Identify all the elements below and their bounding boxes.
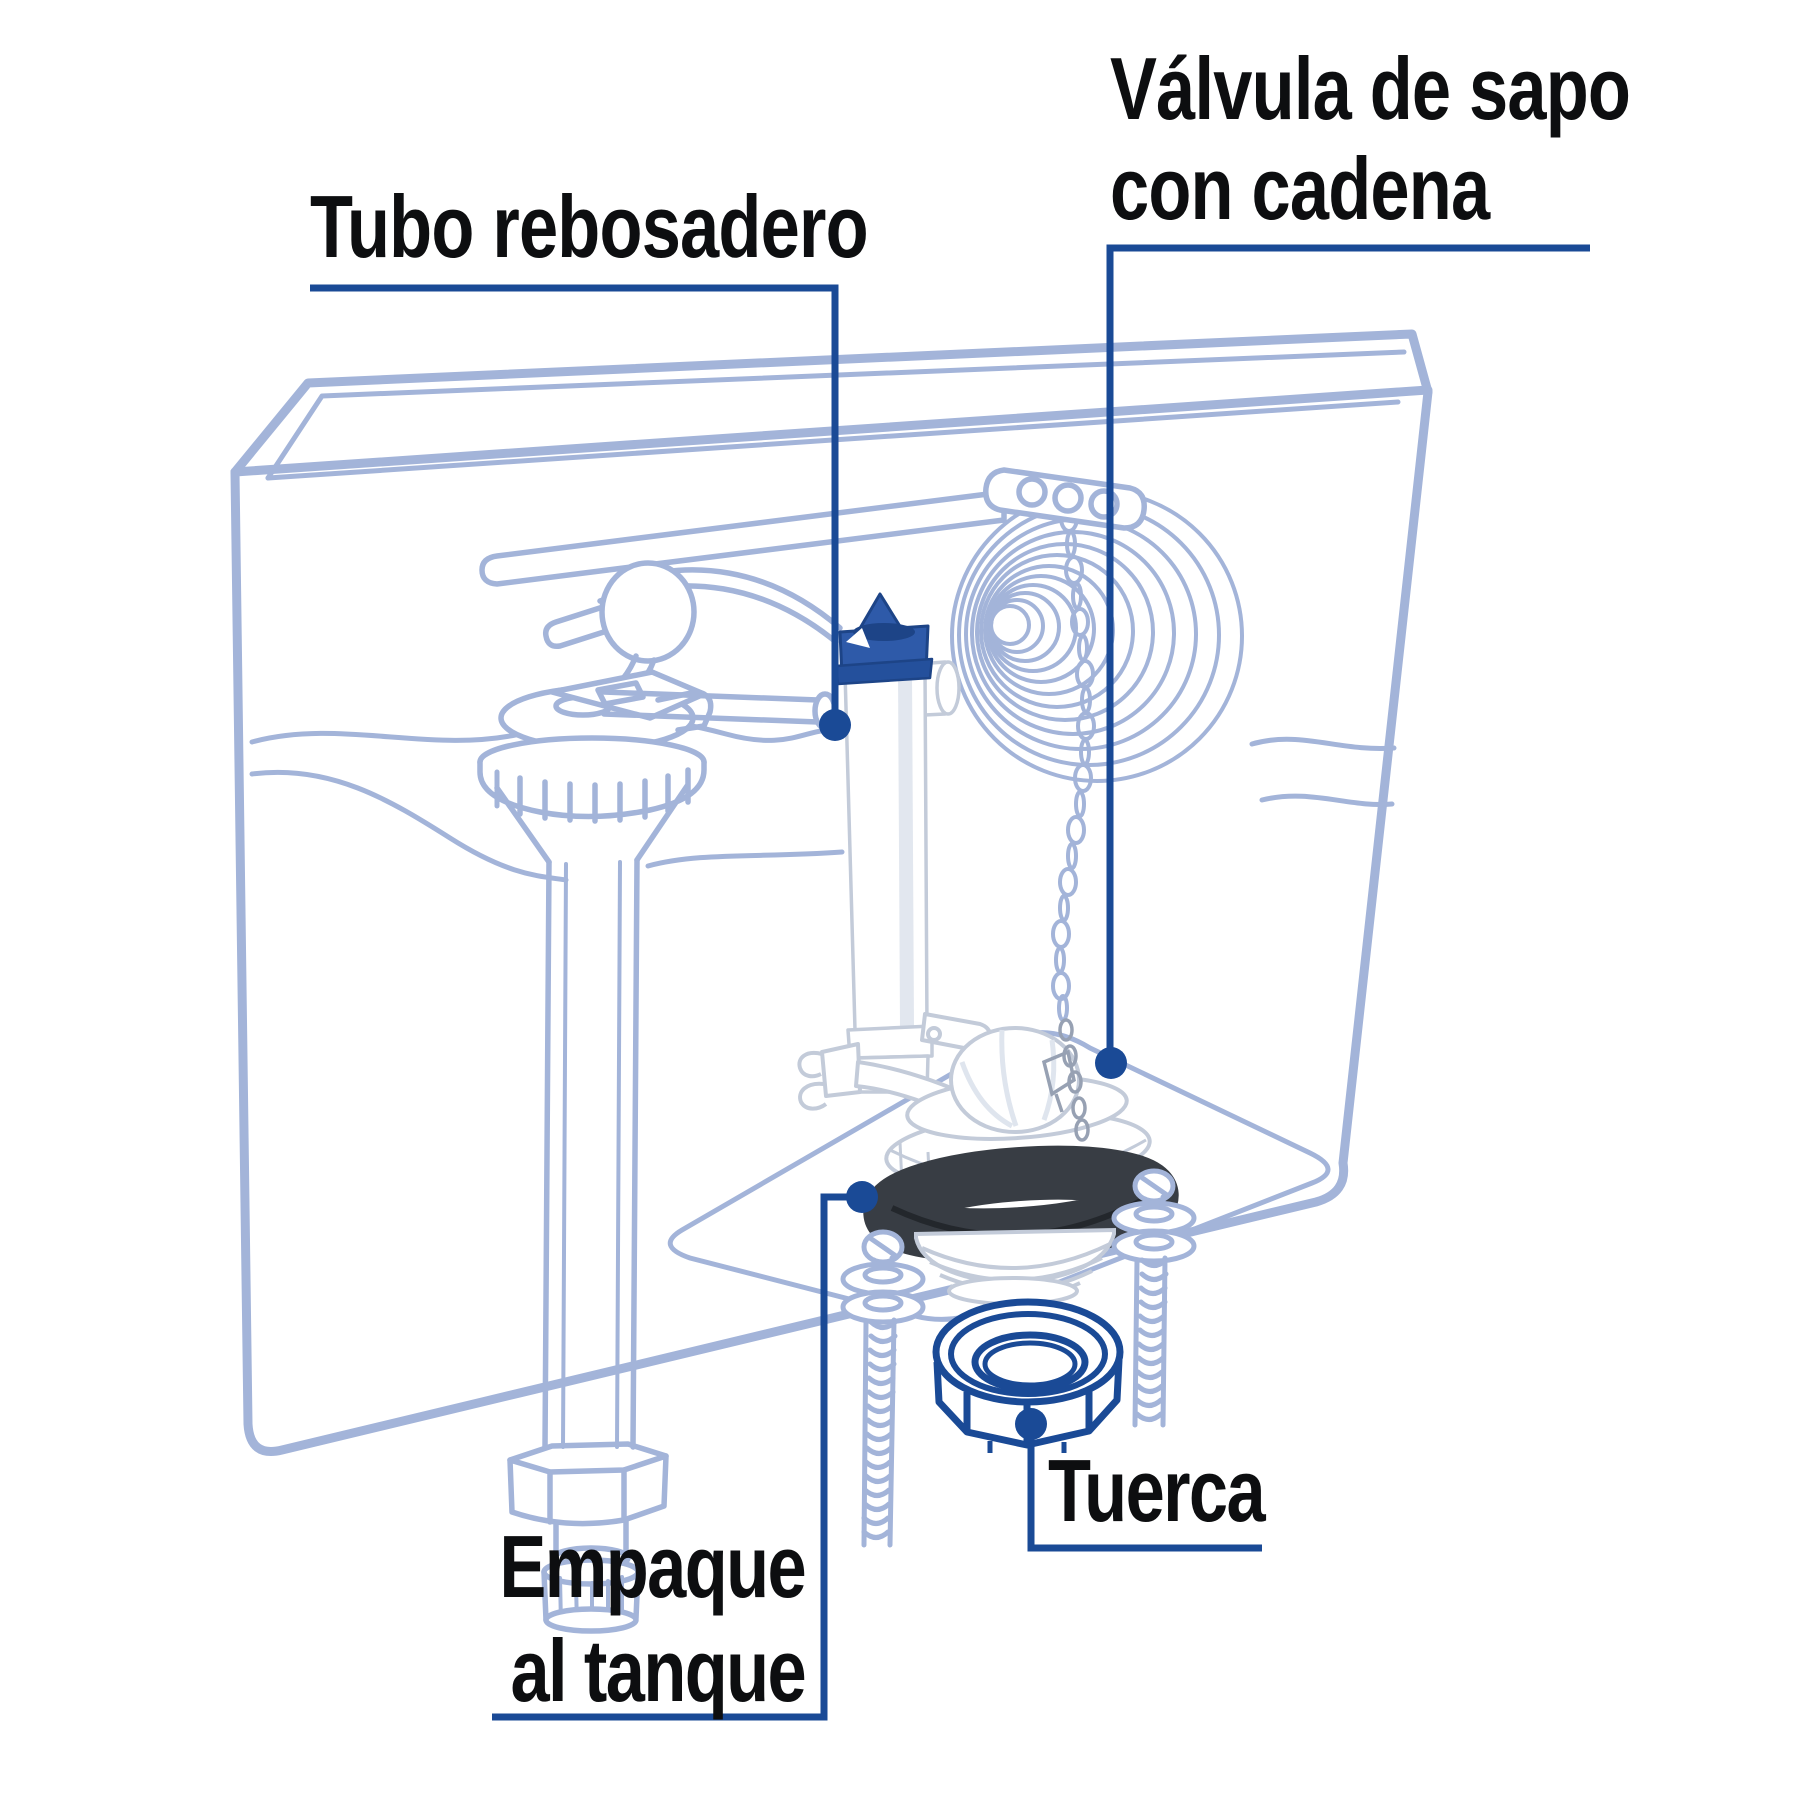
label-nut-text: Tuerca <box>1048 1441 1266 1540</box>
chain-clip <box>1041 1018 1090 1142</box>
threaded-shank <box>914 1227 1116 1306</box>
leader-line-gasket <box>492 1193 862 1721</box>
float-arm-strap <box>983 467 1147 531</box>
leader-line-nut <box>1027 1424 1262 1552</box>
label-nut: Tuerca <box>1048 1441 1266 1541</box>
label-overflow-tube-text: Tubo rebosadero <box>310 177 869 276</box>
refill-spout <box>935 660 961 716</box>
label-flapper-valve-line2: con cadena <box>1110 139 1490 238</box>
label-overflow-tube: Tubo rebosadero <box>310 177 869 277</box>
leader-dot-nut <box>1015 1408 1047 1440</box>
leader-dot-gasket <box>846 1181 878 1213</box>
leader-dot-overflow-tube <box>819 709 851 741</box>
fill-valve <box>477 489 1007 1634</box>
label-flapper-valve: Válvula de sapo con cadena <box>1110 39 1631 239</box>
label-flapper-valve-line1: Válvula de sapo <box>1110 39 1631 138</box>
float-ball <box>950 489 1244 783</box>
label-tank-gasket: Empaque al tanque <box>499 1515 806 1723</box>
locknut <box>932 1298 1124 1453</box>
leader-line-flapper-valve <box>1106 244 1590 1060</box>
tube-cap <box>834 592 934 686</box>
water-line <box>249 717 1397 883</box>
label-tank-gasket-line2: al tanque <box>510 1621 806 1720</box>
label-tank-gasket-line1: Empaque <box>499 1517 806 1616</box>
mounting-bolt-left <box>840 1229 926 1548</box>
leader-line-overflow-tube <box>310 284 839 722</box>
mounting-bolt-right <box>1111 1168 1197 1428</box>
leader-dot-flapper-valve <box>1095 1047 1127 1079</box>
